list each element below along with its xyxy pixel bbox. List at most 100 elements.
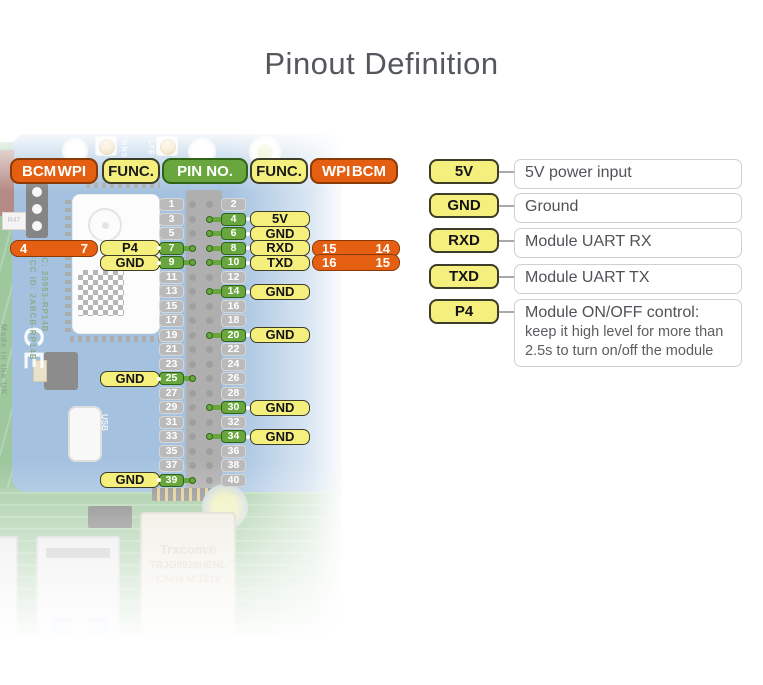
pin-36: 36 [221,444,246,458]
pin-dot [188,433,196,440]
legend-desc-line: 2.5s to turn on/off the module [525,343,714,359]
header-wpi-left: WPI [57,162,86,180]
header-pin-no: PIN NO. [162,158,248,184]
ethernet-part-number: TRJG0926HENL [149,560,227,571]
pin-23: 23 [159,357,184,371]
side-number: 7 [80,240,88,256]
legend-desc-line: Module UART RX [525,233,652,250]
pin-39: 39 [159,473,184,487]
pin-29: 29 [159,401,184,414]
legend-desc-line: Module UART TX [525,269,650,286]
pin-18: 18 [221,314,246,327]
lte-antenna-connector [156,136,178,156]
pill-junction-dot [246,260,250,265]
pin-33: 33 [159,430,184,443]
pin-dot [205,331,213,339]
pin-dot [188,215,196,223]
pin-9: 9 [159,256,184,269]
pin-dot [188,447,196,455]
pin-30-func-label: GND [250,399,310,416]
pin-34-func-label: GND [250,428,310,445]
pin-38: 38 [221,459,246,472]
inductor-r47: R47 [2,212,26,230]
header-wpi-bcm-right: WPI BCM [310,158,398,184]
pin-dot [205,418,213,426]
pill-junction-dot [246,231,250,236]
pin-dot [188,462,196,469]
legend-pill-gnd: GND [429,193,499,218]
pin-24: 24 [221,357,246,371]
pin-dot [205,375,213,382]
pin-14: 14 [221,285,246,298]
ethernet-brand: Trxcom® [160,542,216,557]
pin-dot [188,302,196,310]
pin-stem [182,260,194,265]
fcc-id-text: FCC ID: 2ABCB-RP14B [28,254,37,361]
pin-21: 21 [159,343,184,356]
pin-dot [188,331,196,339]
legend-desc-txd: Module UART TX [514,264,742,294]
pin-stem [207,434,222,439]
legend-desc-5v: 5V power input [514,159,742,189]
pin-11: 11 [159,270,184,284]
pin-28: 28 [221,386,246,400]
pin-17: 17 [159,314,184,327]
pin-34: 34 [221,430,246,443]
pin-dot [205,302,213,310]
pin-dot [188,288,196,295]
header-bcm-left: BCM [22,162,57,180]
pin-6-func-label: GND [250,225,310,242]
legend-desc-rxd: Module UART RX [514,228,742,258]
side-number: 16 [322,255,337,270]
legend-pill-rxd: RXD [429,228,499,253]
pin-stem [207,216,222,222]
page-title: Pinout Definition [264,46,499,81]
pill-junction-dot [157,376,161,381]
legend-connector-line [499,170,514,173]
pin-10-func-label: TXD [250,254,310,271]
pin-32: 32 [221,415,246,429]
pin-31: 31 [159,415,184,429]
pill-junction-dot [157,478,161,482]
pin-dot [188,476,196,484]
pin-20-func-label: GND [250,327,310,343]
pin-dot [188,375,196,382]
legend-desc-line: keep it high level for more than [525,324,724,340]
legend-desc-line: 5V power input [525,164,632,181]
pin-1: 1 [159,198,184,211]
pin-stem [207,245,222,251]
pin-20: 20 [221,328,246,342]
usb3-blue-tab [52,618,72,634]
pin-stem [182,376,194,381]
lte-label: LTE [147,140,154,156]
pin-dot [188,346,196,353]
legend-pill-p4: P4 [429,299,499,324]
pin-5: 5 [159,227,184,240]
pin-35: 35 [159,444,184,458]
pin-25-func-label: GND [100,370,160,387]
pin-8: 8 [221,241,246,255]
gnss-antenna-connector [95,136,117,156]
castellated-pads [70,336,160,342]
pin-stem [207,332,222,338]
pin-4-func-label: 5V [250,211,310,227]
pin-stem [207,260,222,265]
module-logo-dot [102,222,109,229]
pin-7-func-label: P4 [100,240,160,256]
pin-25: 25 [159,372,184,385]
header-bcm-wpi-left: BCM WPI [10,158,98,184]
legend-connector-line [499,310,514,313]
pin-2: 2 [221,198,246,211]
pill-junction-dot [157,260,161,265]
ic-chip [88,506,132,528]
legend-desc-gnd: Ground [514,193,742,223]
header-func-left: FUNC. [102,158,160,184]
usb-c-port [68,406,102,462]
made-in-text: Made in the UK [0,324,8,396]
pin-dot [205,244,213,252]
legend-connector-line [499,204,514,207]
pin-4: 4 [221,212,246,226]
pin-dot [205,476,213,484]
